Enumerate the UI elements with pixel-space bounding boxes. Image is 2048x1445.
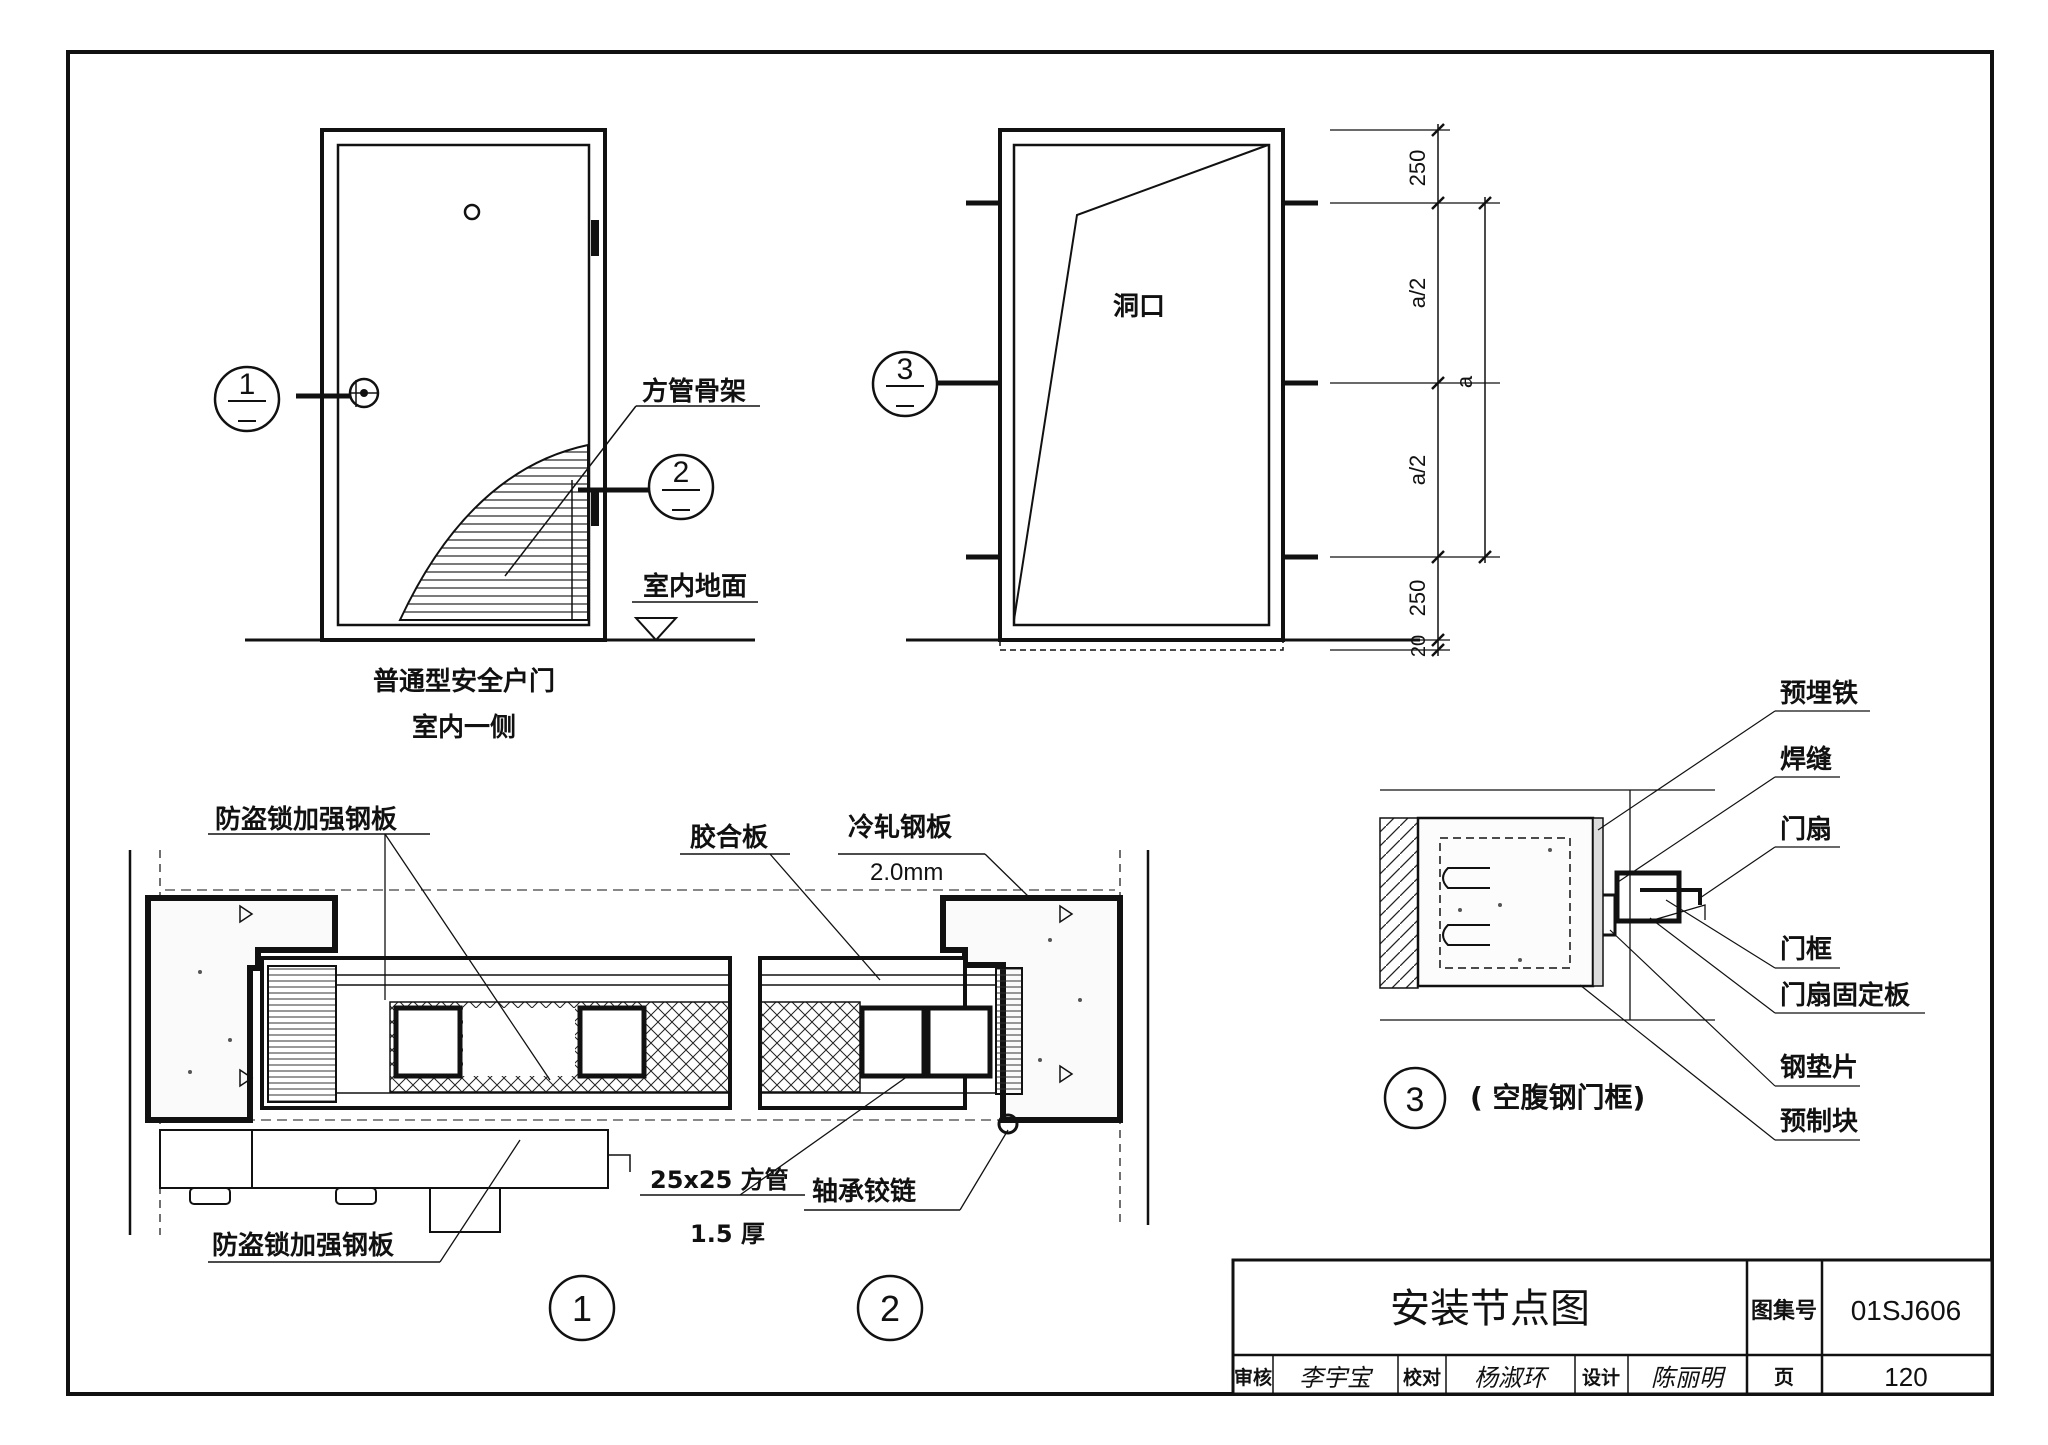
label-steel-shim: 钢垫片 bbox=[1780, 1053, 1858, 1083]
dim-20: 20 bbox=[1408, 635, 1430, 657]
design-label: 设计 bbox=[1582, 1367, 1620, 1389]
hinge-bottom-icon bbox=[591, 490, 599, 526]
label-tube: 25x25 方管 bbox=[650, 1166, 789, 1194]
dim-a-half-bottom: a/2 bbox=[1405, 455, 1430, 486]
opening-inner bbox=[1012, 143, 1271, 627]
label-frame: 方管骨架 bbox=[642, 376, 746, 407]
hinge-top-icon bbox=[591, 220, 599, 256]
label-fixing-plate: 门扇固定板 bbox=[1780, 980, 1910, 1011]
infill-crosshatch-right bbox=[759, 1001, 861, 1093]
callout-2-bubble bbox=[647, 453, 715, 521]
label-door-frame: 门框 bbox=[1780, 935, 1832, 965]
frame-cutaway bbox=[398, 443, 589, 621]
atlas-label: 图集号 bbox=[1751, 1298, 1817, 1324]
title-block: 安装节点图 图集号 01SJ606 审核 李宇宝 校对 杨淑环 设计 陈丽明 页… bbox=[1231, 1258, 1994, 1396]
square-tube-3 bbox=[859, 1005, 927, 1079]
label-tube-thick: 1.5 厚 bbox=[690, 1220, 765, 1248]
door-elevation: 1 2 方管骨架 室内地面 普通型安全户门 室内一侧 bbox=[213, 128, 760, 743]
right-steel-frame bbox=[940, 895, 1123, 1123]
section-1-2: 防盗锁加强钢板 胶合板 冷轧钢板 2.0mm 25x25 方管 1.5 厚 轴承… bbox=[128, 804, 1150, 1342]
floor-symbol-icon bbox=[633, 617, 679, 642]
marker-1-number: 1 bbox=[572, 1288, 592, 1329]
opening-break-line bbox=[1013, 144, 1269, 621]
label-embed-iron: 预埋铁 bbox=[1780, 678, 1858, 709]
atlas-number: 01SJ606 bbox=[1851, 1295, 1962, 1326]
square-tube-1 bbox=[393, 1005, 463, 1079]
square-tube-4 bbox=[925, 1005, 993, 1079]
label-door-leaf: 门扇 bbox=[1780, 814, 1832, 845]
opening-elevation: 洞口 3 250 a/2 bbox=[871, 123, 1500, 657]
label-weld: 焊缝 bbox=[1780, 744, 1832, 775]
detail-3: 预埋铁 焊缝 门扇 门框 门扇固定板 钢垫片 预制块 3 ( 空腹钢门框) bbox=[1379, 678, 1925, 1141]
marker-3 bbox=[1383, 1066, 1447, 1130]
callout-3-number: 3 bbox=[897, 353, 914, 386]
page-label: 页 bbox=[1774, 1365, 1794, 1389]
label-cold-steel: 冷轧钢板 bbox=[848, 812, 952, 843]
marker-3-number: 3 bbox=[1406, 1081, 1425, 1119]
hinge-pin-icon bbox=[997, 1113, 1019, 1135]
label-lock-plate-bottom: 防盗锁加强钢板 bbox=[212, 1230, 394, 1261]
marker-1 bbox=[548, 1274, 616, 1342]
left-steel-frame bbox=[145, 895, 338, 1123]
label-hinge: 轴承铰链 bbox=[812, 1176, 916, 1207]
page-number: 120 bbox=[1884, 1362, 1927, 1392]
label-floor: 室内地面 bbox=[643, 571, 747, 602]
review-label: 审核 bbox=[1234, 1366, 1272, 1389]
caption-door-line2: 室内一侧 bbox=[412, 712, 516, 743]
dim-a-half-top: a/2 bbox=[1405, 278, 1430, 309]
precast-block bbox=[1416, 816, 1595, 988]
label-lock-plate-top: 防盗锁加强钢板 bbox=[215, 804, 397, 835]
dim-top-250: 250 bbox=[1405, 150, 1430, 187]
check-label: 校对 bbox=[1403, 1366, 1441, 1389]
label-thickness: 2.0mm bbox=[870, 859, 943, 886]
check-signature: 杨淑环 bbox=[1474, 1364, 1550, 1392]
label-plywood: 胶合板 bbox=[690, 822, 768, 853]
wood-block-right bbox=[995, 967, 1023, 1095]
detail-3-title: ( 空腹钢门框) bbox=[1470, 1081, 1645, 1114]
peephole-icon bbox=[463, 203, 481, 221]
callout-2-number: 2 bbox=[673, 456, 690, 489]
door-leaf bbox=[336, 143, 591, 627]
marker-2 bbox=[856, 1274, 924, 1342]
callout-1-number: 1 bbox=[239, 368, 256, 401]
square-tube-2 bbox=[577, 1005, 647, 1079]
wall-hatch bbox=[1379, 817, 1419, 989]
callout-1-bubble bbox=[213, 365, 281, 433]
label-precast-block: 预制块 bbox=[1780, 1107, 1858, 1137]
review-signature: 李宇宝 bbox=[1299, 1364, 1374, 1392]
lock-body bbox=[159, 1129, 609, 1189]
sheet-border bbox=[66, 50, 1994, 1396]
wood-block-left bbox=[267, 965, 337, 1103]
dim-bottom-250: 250 bbox=[1405, 580, 1430, 617]
drawing-title: 安装节点图 bbox=[1390, 1287, 1590, 1331]
marker-2-number: 2 bbox=[880, 1288, 900, 1329]
dim-a: a bbox=[1452, 375, 1477, 388]
door-frame-profile bbox=[1614, 870, 1682, 924]
design-signature: 陈丽明 bbox=[1651, 1364, 1727, 1392]
opening-outer bbox=[998, 128, 1285, 642]
caption-door-line1: 普通型安全户门 bbox=[373, 666, 555, 697]
label-opening: 洞口 bbox=[1113, 292, 1165, 322]
